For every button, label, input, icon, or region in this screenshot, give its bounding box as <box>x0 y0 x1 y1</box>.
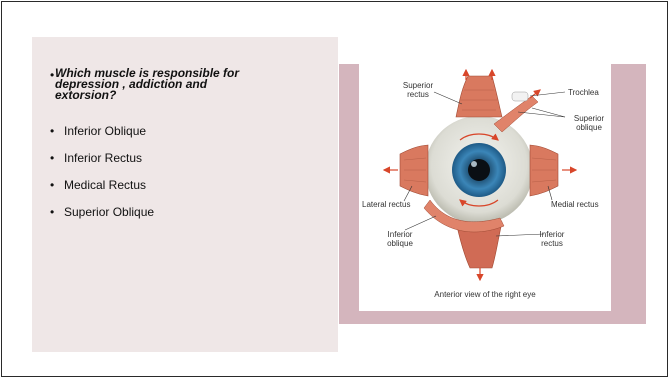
label-trochlea: Trochlea <box>568 88 599 97</box>
label-medial-rectus: Medial rectus <box>551 200 599 209</box>
figure-caption: Anterior view of the right eye <box>359 290 611 299</box>
medial-rectus-muscle <box>530 145 558 196</box>
superior-rectus-muscle <box>456 76 502 117</box>
label-inferior-oblique: Inferior oblique <box>383 230 417 248</box>
label-lateral-rectus: Lateral rectus <box>362 200 410 209</box>
label-superior-rectus: Superior rectus <box>400 81 436 99</box>
pupil <box>468 159 490 181</box>
label-superior-oblique: Superior oblique <box>569 114 609 132</box>
label-inferior-rectus: Inferior rectus <box>535 230 569 248</box>
lateral-rectus-muscle <box>400 145 428 196</box>
trochlea <box>512 92 528 101</box>
